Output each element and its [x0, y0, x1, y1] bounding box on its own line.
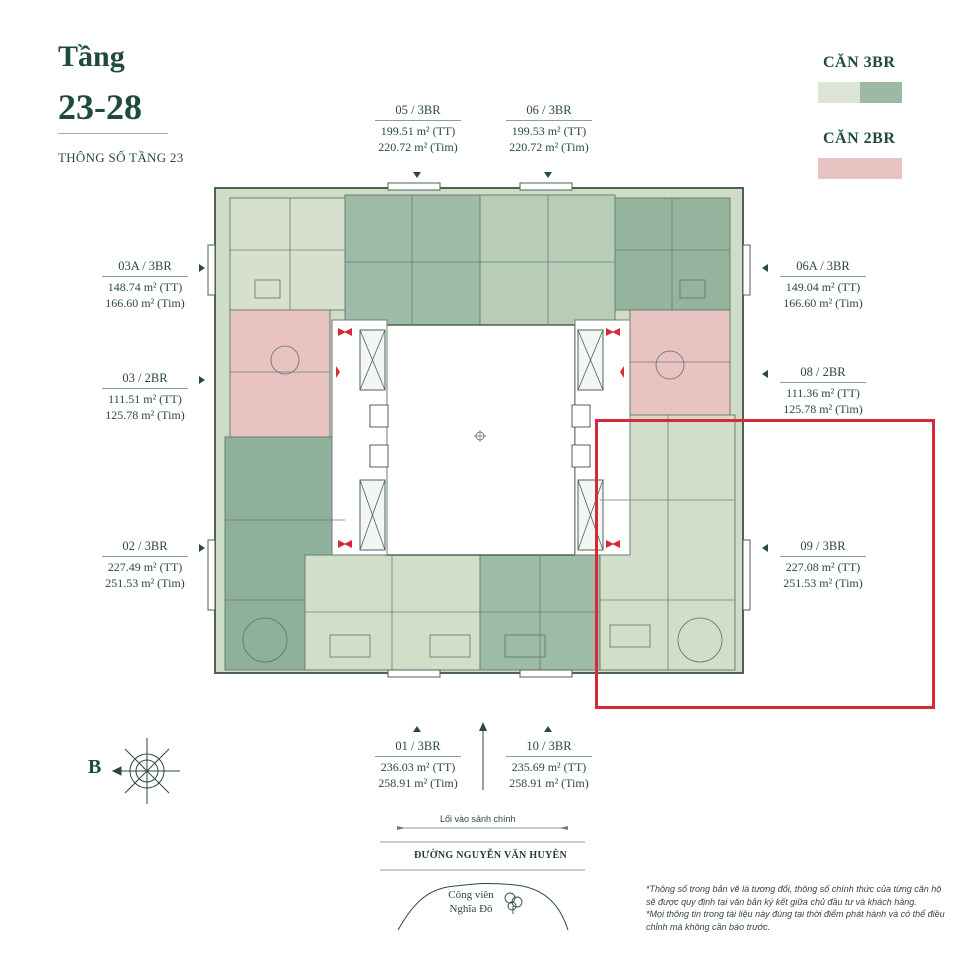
elevators [369, 404, 591, 468]
unit-label-09: 09 / 3BR 227.08 m² (TT) 251.53 m² (Tim) [758, 538, 888, 591]
unit-label-10: 10 / 3BR 235.69 m² (TT) 258.91 m² (Tim) [484, 738, 614, 791]
unit-06-name: 06 / 3BR [526, 103, 572, 117]
unit-03a-area-tt: 148.74 m² (TT) [107, 280, 183, 294]
unit-10-name: 10 / 3BR [526, 739, 572, 753]
unit-01-area [304, 554, 481, 671]
furniture-hints [242, 279, 723, 663]
unit-02-name: 02 / 3BR [122, 539, 168, 553]
interior-walls [225, 195, 735, 670]
floor-title: Tầng [58, 40, 125, 73]
unit-01-name: 01 / 3BR [395, 739, 441, 753]
tree-icon [504, 892, 523, 914]
unit-06a-area [614, 197, 731, 311]
unit-05-area-tim: 220.72 m² (Tim) [378, 140, 458, 154]
unit-06a-area-tim: 166.60 m² (Tim) [783, 296, 863, 310]
disclaimer-line2: *Mọi thông tin trong tài liệu này đúng t… [646, 909, 945, 932]
unit-05-pointer [413, 172, 421, 178]
unit-08-area-tt: 111.36 m² (TT) [786, 386, 860, 400]
unit-label-06a: 06A / 3BR 149.04 m² (TT) 166.60 m² (Tim) [758, 258, 888, 311]
unit-02-area-tt: 227.49 m² (TT) [107, 560, 183, 574]
unit-06a-rule [780, 276, 866, 277]
unit-09-area-tt: 227.08 m² (TT) [785, 560, 861, 574]
unit-02-area-tim: 251.53 m² (Tim) [105, 576, 185, 590]
unit-06-area [479, 194, 616, 326]
unit-label-05: 05 / 3BR 199.51 m² (TT) 220.72 m² (Tim) [353, 102, 483, 155]
entrance-arrow-head [479, 722, 487, 731]
unit-10-area-tim: 258.91 m² (Tim) [509, 776, 589, 790]
unit-09-name: 09 / 3BR [800, 539, 846, 553]
unit-03-rule [102, 388, 188, 389]
unit-01-area-tim: 258.91 m² (Tim) [378, 776, 458, 790]
floor-subtitle: THÔNG SỐ TẦNG 23 [58, 150, 184, 165]
unit-label-06: 06 / 3BR 199.53 m² (TT) 220.72 m² (Tim) [484, 102, 614, 155]
unit-08-rule [780, 382, 866, 383]
unit-03-area-tt: 111.51 m² (TT) [108, 392, 182, 406]
unit-03-pointer [199, 376, 205, 384]
disclaimer-notes: *Thông số trong bản vẽ là tương đối, thô… [646, 883, 946, 933]
facade-bays [207, 182, 751, 678]
unit-10-area-tt: 235.69 m² (TT) [511, 760, 587, 774]
unit-label-08: 08 / 2BR 111.36 m² (TT) 125.78 m² (Tim) [758, 364, 888, 417]
legend-2br-swatch [818, 158, 902, 179]
park-label-line2: Nghĩa Đô [449, 903, 493, 915]
unit-09-area-tim: 251.53 m² (Tim) [783, 576, 863, 590]
unit-03-name: 03 / 2BR [122, 371, 168, 385]
unit-05-name: 05 / 3BR [395, 103, 441, 117]
unit-03a-name: 03A / 3BR [118, 259, 172, 273]
compass-icon [111, 738, 180, 804]
access-markers [336, 328, 624, 548]
legend-2br-label: CĂN 2BR [823, 130, 896, 147]
unit-02-pointer [199, 544, 205, 552]
park-label: Công viên Nghĩa Đô [436, 888, 506, 916]
unit-09-pointer [762, 544, 768, 552]
legend-3br-label: CĂN 3BR [823, 54, 896, 71]
unit-10-rule [506, 756, 592, 757]
unit-09-highlight-box [595, 419, 935, 709]
unit-01-area-tt: 236.03 m² (TT) [380, 760, 456, 774]
unit-08-area [629, 309, 731, 416]
disclaimer-line1: *Thông số trong bản vẽ là tương đối, thô… [646, 884, 942, 907]
stair-hatching [359, 329, 604, 551]
unit-03a-area-tim: 166.60 m² (Tim) [105, 296, 185, 310]
legend-3br-dark [860, 82, 902, 103]
park-outline [397, 882, 569, 931]
legend-3br-light [818, 82, 860, 103]
unit-08-name: 08 / 2BR [800, 365, 846, 379]
floor-range: 23-28 [58, 87, 142, 127]
unit-label-03: 03 / 2BR 111.51 m² (TT) 125.78 m² (Tim) [80, 370, 210, 423]
legend-3br-swatch [818, 82, 902, 103]
unit-03a-rule [102, 276, 188, 277]
unit-06-pointer [544, 172, 552, 178]
unit-label-01: 01 / 3BR 236.03 m² (TT) 258.91 m² (Tim) [353, 738, 483, 791]
unit-03a-area [229, 197, 346, 311]
unit-05-area [344, 194, 481, 326]
park-label-line1: Công viên [448, 889, 494, 901]
street-name: ĐƯỜNG NGUYỄN VĂN HUYÊN [414, 850, 567, 861]
unit-03a-pointer [199, 264, 205, 272]
unit-05-rule [375, 120, 461, 121]
unit-label-02: 02 / 3BR 227.49 m² (TT) 251.53 m² (Tim) [80, 538, 210, 591]
unit-09-rule [780, 556, 866, 557]
compass-label: B [88, 756, 102, 778]
unit-01-rule [375, 756, 461, 757]
unit-08-area-tim: 125.78 m² (Tim) [783, 402, 863, 416]
unit-06a-pointer [762, 264, 768, 272]
unit-02-rule [102, 556, 188, 557]
unit-06-rule [506, 120, 592, 121]
unit-08-pointer [762, 370, 768, 378]
unit-03-area-tim: 125.78 m² (Tim) [105, 408, 185, 422]
unit-05-area-tt: 199.51 m² (TT) [380, 124, 456, 138]
unit-06-area-tt: 199.53 m² (TT) [511, 124, 587, 138]
unit-06a-name: 06A / 3BR [796, 259, 850, 273]
unit-06a-area-tt: 149.04 m² (TT) [785, 280, 861, 294]
unit-06-area-tim: 220.72 m² (Tim) [509, 140, 589, 154]
unit-label-03a: 03A / 3BR 148.74 m² (TT) 166.60 m² (Tim) [80, 258, 210, 311]
title-divider [58, 133, 168, 134]
entrance-caption: Lối vào sảnh chính [440, 814, 516, 824]
